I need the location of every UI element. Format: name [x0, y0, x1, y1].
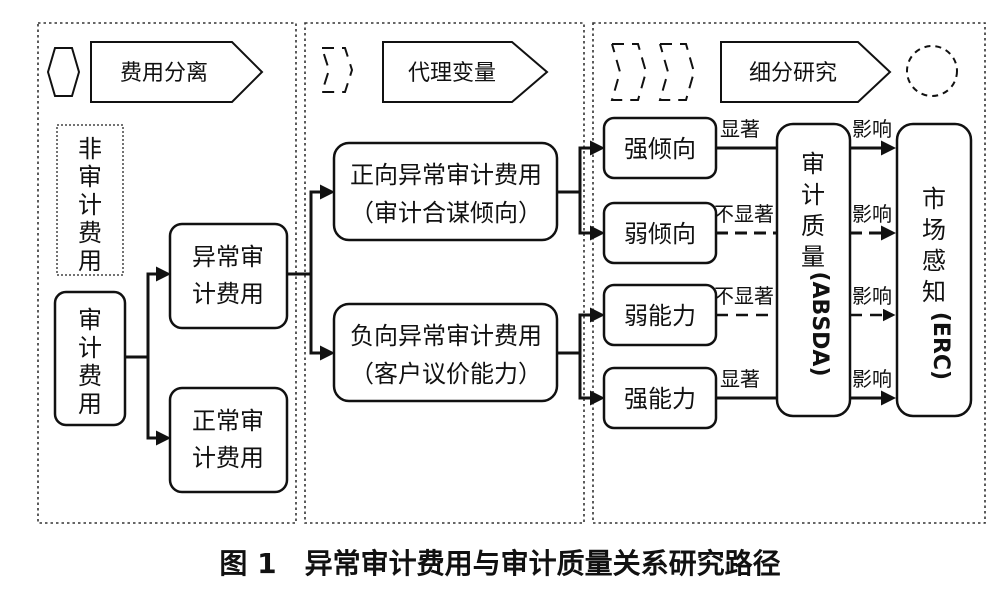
svg-text:审: 审	[78, 306, 102, 334]
hexagon-icon	[46, 47, 81, 97]
dashed-circle-icon	[906, 45, 958, 97]
connector-audit-to-normal	[146, 357, 171, 446]
market-perception-box	[895, 122, 973, 418]
dashed-chevron-icon-2	[658, 43, 696, 101]
stage-arrow-cost-separation	[90, 41, 264, 103]
stage-arrow-sub-research	[720, 41, 892, 103]
svg-text:场: 场	[922, 216, 946, 244]
dashed-chevron-icon	[320, 47, 354, 93]
svg-text:计: 计	[78, 191, 102, 219]
abnormal-audit-fee-line-1: 异常审	[192, 243, 264, 271]
svg-text:量: 量	[801, 243, 825, 271]
abnormal-audit-fee-box	[168, 222, 289, 330]
abnormal-audit-fee-line-2: 计费用	[192, 280, 264, 308]
svg-text:审: 审	[78, 163, 102, 191]
connector-negative-to-strong-ability	[578, 353, 605, 406]
connector-audit-to-abnormal	[125, 266, 171, 359]
svg-text:非: 非	[78, 135, 102, 163]
label-significant-1: 显著	[720, 117, 760, 141]
stage-label-cost-separation: 费用分离	[120, 61, 208, 86]
dashed-chevron-icon-1	[610, 43, 648, 101]
svg-text:(ERC): (ERC)	[928, 312, 953, 380]
connector-abnormal-to-positive	[287, 184, 335, 276]
svg-text:感: 感	[922, 247, 946, 275]
non-audit-fee-label: 非 审 计 费 用	[78, 135, 102, 275]
stage-arrow-proxy-variables	[382, 41, 549, 103]
label-not-significant-2: 不显著	[714, 284, 774, 308]
weak-tendency-label: 弱倾向	[624, 220, 696, 248]
svg-text:(ABSDA): (ABSDA)	[807, 271, 832, 376]
negative-abnormal-fee-line-2: （客户议价能力）	[350, 360, 542, 388]
normal-audit-fee-line-2: 计费用	[192, 444, 264, 472]
positive-abnormal-fee-line-2: （审计合谋倾向）	[350, 199, 542, 227]
figure-caption: 图 1 异常审计费用与审计质量关系研究路径	[219, 547, 780, 580]
label-influence-1: 影响	[852, 117, 892, 141]
weak-ability-label: 弱能力	[624, 302, 696, 330]
stage-label-sub-research: 细分研究	[749, 61, 837, 86]
connector-negative-to-weak-ability	[557, 307, 605, 355]
label-influence-3: 影响	[852, 284, 892, 308]
negative-abnormal-fee-line-1: 负向异常审计费用	[350, 322, 542, 350]
svg-text:计: 计	[78, 334, 102, 362]
strong-tendency-label: 强倾向	[624, 135, 696, 163]
market-perception-label: 市 场 感 知 (ERC)	[922, 185, 953, 380]
label-not-significant-1: 不显著	[714, 202, 774, 226]
audit-quality-box	[775, 122, 852, 418]
label-significant-2: 显著	[720, 367, 760, 391]
audit-fee-label: 审 计 费 用	[78, 306, 102, 418]
svg-text:质: 质	[801, 212, 825, 240]
positive-abnormal-fee-line-1: 正向异常审计费用	[350, 161, 542, 189]
audit-quality-label: 审 计 质 量 (ABSDA)	[801, 150, 832, 377]
svg-text:费: 费	[78, 219, 102, 247]
svg-text:用: 用	[78, 390, 102, 418]
svg-text:计: 计	[801, 181, 825, 209]
strong-ability-label: 强能力	[624, 385, 696, 413]
svg-text:知: 知	[922, 278, 946, 306]
label-influence-2: 影响	[852, 202, 892, 226]
svg-text:审: 审	[801, 150, 825, 178]
svg-text:用: 用	[78, 247, 102, 275]
svg-text:市: 市	[922, 185, 946, 213]
label-influence-4: 影响	[852, 367, 892, 391]
connector-positive-to-strong	[557, 140, 605, 194]
connector-abnormal-to-negative	[309, 274, 335, 361]
panel-proxy-variables	[304, 22, 585, 524]
stage-label-proxy-variables: 代理变量	[408, 61, 496, 86]
normal-audit-fee-box	[168, 386, 289, 494]
normal-audit-fee-line-1: 正常审	[192, 407, 264, 435]
svg-text:费: 费	[78, 362, 102, 390]
connector-positive-to-weak	[578, 192, 605, 241]
non-audit-fee-box	[56, 124, 124, 276]
